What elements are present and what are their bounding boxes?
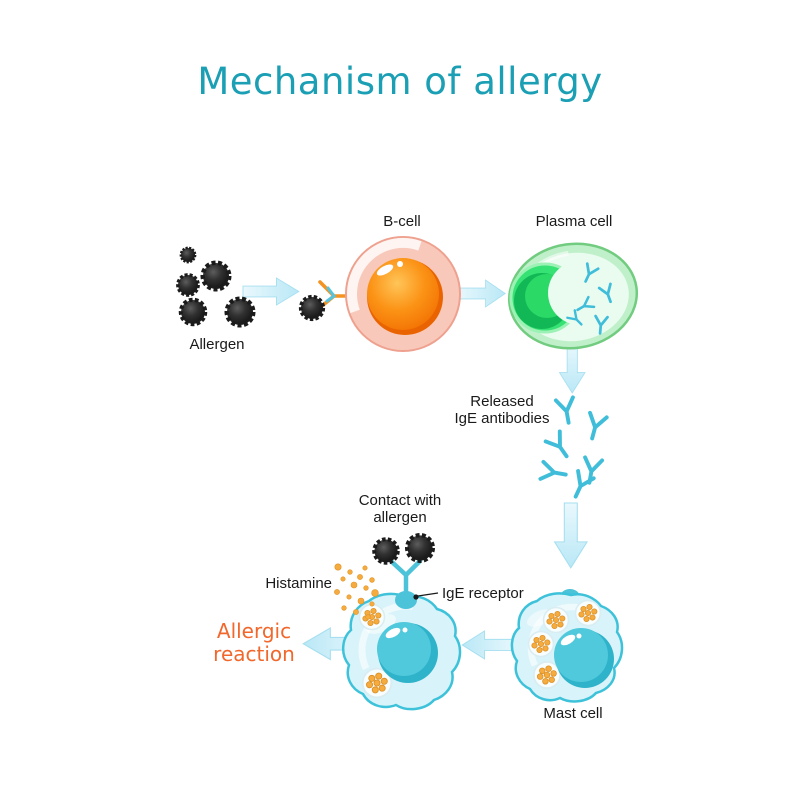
allergen-label: Allergen [189,336,245,353]
activated-mast-cell [334,535,462,711]
histamine-dots [334,563,379,620]
ige-receptor-pointer-line [413,592,439,600]
mast-cell [510,589,624,703]
allergen-cluster [176,246,253,325]
ige-receptor-bump [395,591,417,609]
ige-receptor-with-allergens [374,535,432,609]
released-ige-label: Released IgE antibodies [454,393,550,427]
b-cell-label: B-cell [383,213,421,230]
arrow-allergen-to-bcell [242,277,300,306]
mast-cell-label: Mast cell [543,705,603,722]
bcell-receptor-with-allergen [301,280,354,319]
allergic-reaction-label: Allergic reaction [213,619,295,666]
arrow-plasma-to-antibodies [559,341,586,394]
plasma-cell-label: Plasma cell [535,213,613,230]
plasma-cell [507,242,639,350]
contact-with-allergen-label: Contact with allergen [358,492,442,526]
arrow-bcell-to-plasma [455,279,506,308]
ige-receptor-label: IgE receptor [442,585,524,602]
arrow-antibodies-to-mastcell [554,502,588,569]
arrow-mastcell-to-activated [461,630,519,660]
page-title: Mechanism of allergy [197,60,603,103]
b-cell [345,236,461,352]
histamine-label: Histamine [265,575,332,592]
